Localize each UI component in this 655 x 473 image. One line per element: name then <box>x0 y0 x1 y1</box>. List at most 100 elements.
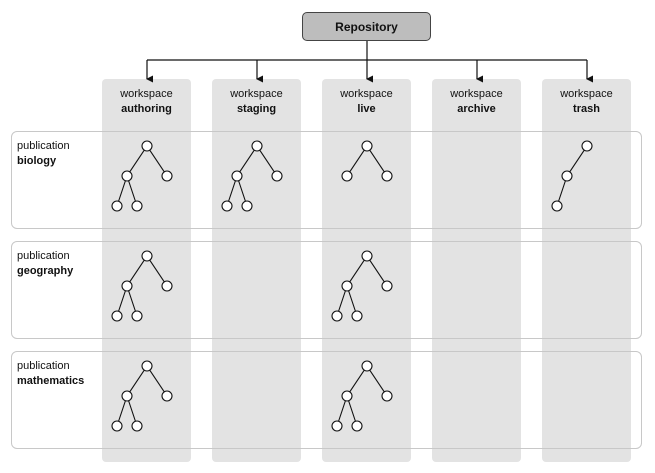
tree-node <box>131 310 143 322</box>
tree-edge <box>259 149 275 173</box>
tree-node <box>161 390 173 402</box>
tree-biology-authoring <box>111 140 173 212</box>
tree-edge <box>349 259 365 283</box>
tree-biology-trash <box>551 140 593 212</box>
workspace-label-live: workspace live <box>322 87 411 117</box>
tree-biology-staging <box>221 140 283 212</box>
workspace-label-staging: workspace staging <box>212 87 301 117</box>
workspace-kind: workspace <box>560 88 613 100</box>
tree-geography-authoring <box>111 250 173 322</box>
tree-node <box>331 310 343 322</box>
workspace-name: authoring <box>121 103 172 115</box>
workspace-name: archive <box>457 103 496 115</box>
publication-kind: publication <box>17 250 70 262</box>
publication-label-mathematics: publication mathematics <box>17 359 84 389</box>
workspace-kind: workspace <box>340 88 393 100</box>
tree-mathematics-authoring <box>111 360 173 432</box>
tree-edge <box>129 259 145 283</box>
tree-edge <box>369 149 385 173</box>
tree-node <box>351 420 363 432</box>
tree-node <box>381 390 393 402</box>
tree-node <box>551 200 563 212</box>
tree-edge <box>129 149 145 173</box>
tree-node <box>221 200 233 212</box>
tree-node <box>141 250 153 262</box>
tree-edge <box>569 149 585 173</box>
tree-edge <box>118 400 126 422</box>
tree-node <box>111 200 123 212</box>
tree-node <box>131 200 143 212</box>
tree-node <box>121 390 133 402</box>
tree-node <box>361 360 373 372</box>
tree-node <box>351 310 363 322</box>
tree-edge <box>369 259 385 283</box>
tree-edge <box>338 400 346 422</box>
tree-node <box>381 280 393 292</box>
publication-row-mathematics <box>11 351 642 449</box>
tree-edge <box>338 290 346 312</box>
repository-label: Repository <box>335 19 398 34</box>
tree-edge <box>128 290 136 312</box>
workspace-name: staging <box>236 103 277 115</box>
tree-node <box>341 170 353 182</box>
publication-kind: publication <box>17 360 70 372</box>
tree-edge <box>149 369 165 393</box>
tree-edge <box>118 290 126 312</box>
tree-geography-live <box>331 250 393 322</box>
tree-edge <box>238 180 246 202</box>
workspace-column-archive <box>432 79 521 462</box>
tree-mathematics-live <box>331 360 393 432</box>
tree-node <box>121 280 133 292</box>
tree-node <box>241 200 253 212</box>
tree-edge <box>129 369 145 393</box>
tree-edge <box>149 149 165 173</box>
tree-node <box>341 390 353 402</box>
tree-node <box>131 420 143 432</box>
tree-node <box>231 170 243 182</box>
tree-node <box>141 360 153 372</box>
publication-row-geography <box>11 241 642 339</box>
publication-name: mathematics <box>17 375 85 387</box>
workspace-kind: workspace <box>230 88 283 100</box>
workspace-label-trash: workspace trash <box>542 87 631 117</box>
tree-node <box>121 170 133 182</box>
publication-kind: publication <box>17 140 70 152</box>
workspace-label-archive: workspace archive <box>432 87 521 117</box>
tree-edge <box>369 369 385 393</box>
tree-node <box>141 140 153 152</box>
publication-row-biology <box>11 131 642 229</box>
tree-edge <box>149 259 165 283</box>
publication-name: biology <box>17 155 57 167</box>
publication-label-geography: publication geography <box>17 249 73 279</box>
tree-node <box>341 280 353 292</box>
tree-edge <box>349 369 365 393</box>
tree-biology-live <box>341 140 393 182</box>
tree-node <box>271 170 283 182</box>
tree-node <box>161 170 173 182</box>
repository-node: Repository <box>302 12 431 41</box>
tree-edge <box>128 180 136 202</box>
workspace-label-authoring: workspace authoring <box>102 87 191 117</box>
tree-node <box>251 140 263 152</box>
tree-node <box>581 140 593 152</box>
tree-edge <box>128 400 136 422</box>
workspace-kind: workspace <box>450 88 503 100</box>
publication-name: geography <box>17 265 74 277</box>
workspace-kind: workspace <box>120 88 173 100</box>
publication-label-biology: publication biology <box>17 139 70 169</box>
tree-edge <box>118 180 126 202</box>
tree-edge <box>348 290 356 312</box>
tree-edge <box>348 400 356 422</box>
tree-node <box>161 280 173 292</box>
tree-edge <box>558 180 566 202</box>
tree-node <box>111 310 123 322</box>
tree-node <box>561 170 573 182</box>
tree-node <box>361 140 373 152</box>
tree-edge <box>239 149 255 173</box>
workspace-name: live <box>357 103 376 115</box>
workspace-name: trash <box>573 103 600 115</box>
tree-edge <box>349 149 365 173</box>
tree-node <box>361 250 373 262</box>
tree-edge <box>228 180 236 202</box>
